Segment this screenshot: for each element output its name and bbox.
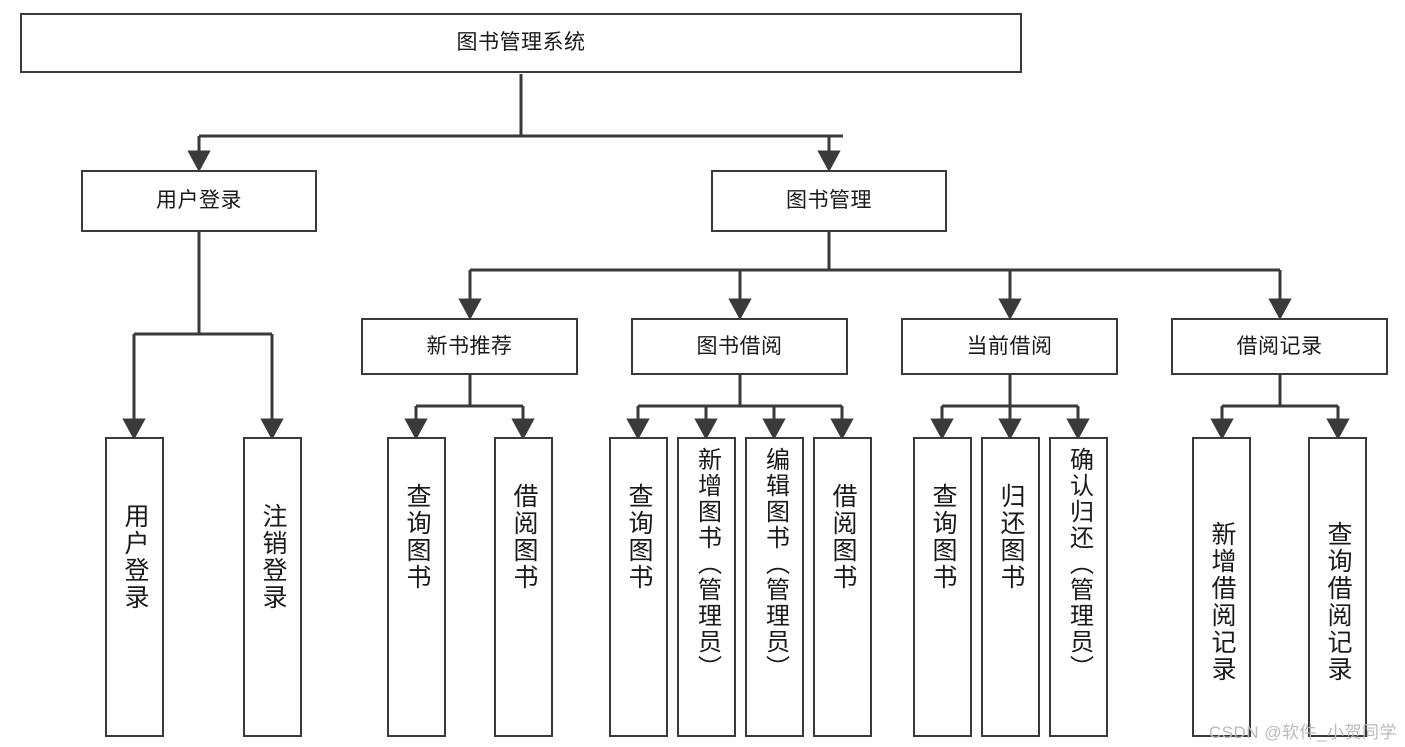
node-leaf-query-book-2-label: 查询图书 xyxy=(625,483,653,591)
node-current-borrow-label: 当前借阅 xyxy=(966,334,1053,358)
node-current-borrow[interactable]: 当前借阅 xyxy=(901,318,1118,375)
node-leaf-query-book-1-label: 查询图书 xyxy=(403,483,431,591)
node-book-management[interactable]: 图书管理 xyxy=(711,170,947,232)
node-leaf-confirm-return-label: 确认归还（管理员） xyxy=(1065,447,1093,681)
node-borrow-record[interactable]: 借阅记录 xyxy=(1171,318,1388,375)
node-user-login[interactable]: 用户登录 xyxy=(81,170,317,232)
node-book-management-label: 图书管理 xyxy=(786,189,872,213)
node-leaf-user-login-label: 用户登录 xyxy=(121,503,149,611)
node-leaf-query-record[interactable]: 查询借阅记录 xyxy=(1308,437,1367,737)
node-book-borrow[interactable]: 图书借阅 xyxy=(631,318,848,375)
node-new-book-recommend[interactable]: 新书推荐 xyxy=(361,318,578,375)
node-root[interactable]: 图书管理系统 xyxy=(20,13,1022,73)
node-leaf-add-record-label: 新增借阅记录 xyxy=(1208,521,1236,683)
node-book-borrow-label: 图书借阅 xyxy=(696,334,783,358)
node-leaf-edit-book[interactable]: 编辑图书（管理员） xyxy=(745,437,804,737)
node-leaf-query-record-label: 查询借阅记录 xyxy=(1324,521,1352,683)
node-leaf-confirm-return[interactable]: 确认归还（管理员） xyxy=(1049,437,1108,737)
node-leaf-borrow-book-1-label: 借阅图书 xyxy=(510,483,538,591)
node-new-book-recommend-label: 新书推荐 xyxy=(426,334,513,358)
node-leaf-borrow-book-2[interactable]: 借阅图书 xyxy=(813,437,872,737)
node-leaf-edit-book-label: 编辑图书（管理员） xyxy=(761,447,789,681)
node-leaf-query-book-3-label: 查询图书 xyxy=(929,483,957,591)
node-root-label: 图书管理系统 xyxy=(456,31,586,55)
node-leaf-logout[interactable]: 注销登录 xyxy=(243,437,302,737)
node-leaf-query-book-2[interactable]: 查询图书 xyxy=(609,437,668,737)
node-leaf-logout-label: 注销登录 xyxy=(259,503,287,611)
node-leaf-add-book[interactable]: 新增图书（管理员） xyxy=(677,437,736,737)
node-leaf-borrow-book-1[interactable]: 借阅图书 xyxy=(494,437,553,737)
node-leaf-query-book-3[interactable]: 查询图书 xyxy=(913,437,972,737)
node-leaf-borrow-book-2-label: 借阅图书 xyxy=(829,483,857,591)
node-leaf-user-login[interactable]: 用户登录 xyxy=(105,437,164,737)
node-leaf-add-record[interactable]: 新增借阅记录 xyxy=(1192,437,1251,737)
node-leaf-return-book[interactable]: 归还图书 xyxy=(981,437,1040,737)
node-leaf-return-book-label: 归还图书 xyxy=(997,483,1025,591)
node-borrow-record-label: 借阅记录 xyxy=(1236,334,1323,358)
csdn-watermark: CSDN @软件_小贺同学 xyxy=(1208,723,1397,742)
node-leaf-query-book-1[interactable]: 查询图书 xyxy=(387,437,446,737)
node-leaf-add-book-label: 新增图书（管理员） xyxy=(693,447,721,681)
node-user-login-label: 用户登录 xyxy=(156,189,242,213)
